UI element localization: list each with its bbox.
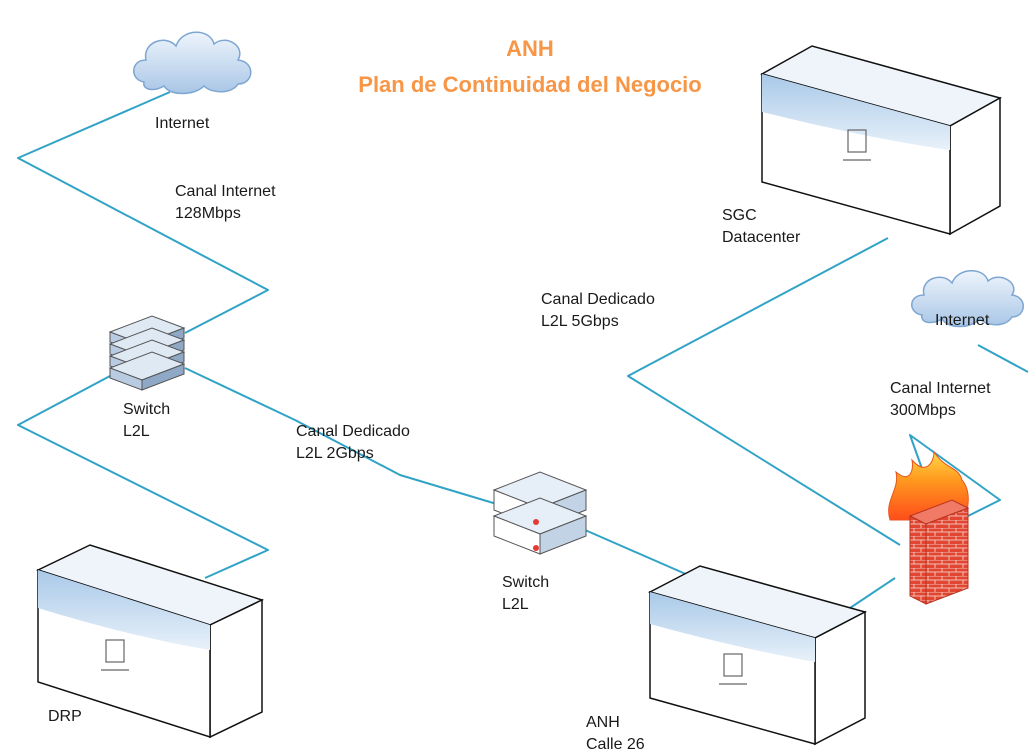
anh-calle-label: ANH Calle 26: [586, 712, 645, 756]
link-sgc: [627, 237, 901, 546]
sgc-label-line1: SGC: [722, 207, 757, 224]
link-dedicated-2g-line1: Canal Dedicado: [296, 423, 410, 440]
internet-right-label: Internet: [935, 312, 990, 329]
firewall-icon: [888, 450, 970, 605]
sgc-datacenter-label: SGC Datacenter: [722, 205, 800, 249]
link-dedicated-5g-line2: L2L 5Gbps: [541, 313, 619, 330]
link-switch-drp: [17, 367, 269, 579]
internet-top-label: Internet: [155, 115, 210, 132]
sgc-label-line2: Datacenter: [722, 229, 801, 246]
switch-center-label-line2: L2L: [502, 596, 529, 613]
connection-lines: [17, 91, 1029, 609]
link-dedicated-5g-line1: Canal Dedicado: [541, 291, 655, 308]
link-dedicated-5g-label: Canal Dedicado L2L 5Gbps: [541, 289, 655, 333]
switch-stack-icon-left: [108, 315, 186, 391]
drp-label: DRP: [48, 708, 82, 725]
switch-center-label-line1: Switch: [502, 574, 550, 591]
link-internet-300-line2: 300Mbps: [890, 402, 956, 419]
switch-left-label: Switch L2L: [123, 399, 170, 443]
anh-label-line1: ANH: [586, 714, 620, 731]
switch-left-label-line2: L2L: [123, 423, 150, 440]
link-dedicated-2g-line2: L2L 2Gbps: [296, 445, 374, 462]
datacenter-box-anh: [647, 565, 868, 746]
datacenter-box-drp: [35, 544, 265, 739]
cloud-icon-right: [911, 270, 1024, 328]
datacenter-box-sgc: [760, 45, 1002, 236]
switch-stack-icon-center: [492, 471, 588, 555]
switch-left-label-line1: Switch: [123, 401, 171, 418]
link-internet-right: [977, 344, 1029, 373]
link-internet-300-line1: Canal Internet: [890, 380, 991, 397]
link-switch-anh: [584, 529, 689, 576]
diagram-title: ANH: [506, 36, 554, 61]
switch-center-label: Switch L2L: [502, 572, 549, 616]
link-firewall-anh: [849, 577, 896, 609]
link-internet-128-label: Canal Internet 128Mbps: [175, 181, 276, 225]
link-internet-128-line2: 128Mbps: [175, 205, 241, 222]
link-internet-300-label: Canal Internet 300Mbps: [890, 378, 991, 422]
diagram-subtitle: Plan de Continuidad del Negocio: [358, 72, 702, 97]
link-switch-switch: [184, 367, 501, 506]
link-internet-128-line1: Canal Internet: [175, 183, 276, 200]
cloud-icon-top: [133, 31, 252, 95]
anh-label-line2: Calle 26: [586, 736, 645, 753]
link-dedicated-2g-label: Canal Dedicado L2L 2Gbps: [296, 421, 410, 465]
link-internet-top: [17, 91, 269, 334]
